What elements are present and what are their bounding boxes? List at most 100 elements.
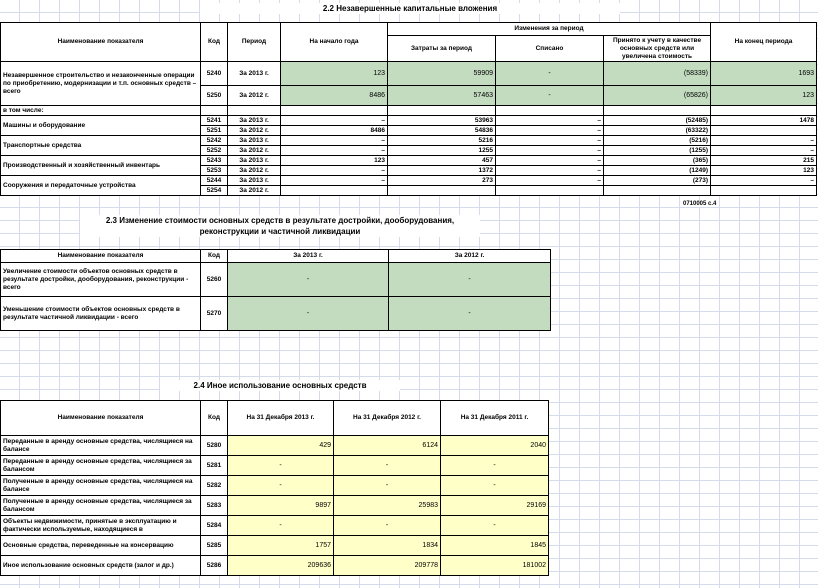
- row-label: Незавершенное строительство и незакончен…: [0, 61, 201, 106]
- table-row: Увеличение стоимости объектов основных с…: [0, 262, 551, 297]
- empty-cell: [387, 105, 496, 116]
- row-label: Переданные в аренду основные средства, ч…: [0, 455, 201, 476]
- value-cell[interactable]: -: [333, 475, 441, 496]
- row-label: Переданные в аренду основные средства, ч…: [0, 435, 201, 456]
- value-cell[interactable]: -: [388, 262, 551, 297]
- table-row: Иное использование основных средств (зал…: [0, 555, 549, 576]
- row-label: Уменьшение стоимости объектов основных с…: [0, 296, 201, 331]
- code-cell: 5286: [200, 555, 228, 576]
- value-cell[interactable]: 209778: [333, 555, 441, 576]
- table-row: Полученные в аренду основные средства, ч…: [0, 475, 549, 496]
- header-2011: На 31 Декабря 2011 г.: [440, 400, 549, 436]
- value-cell: (365): [602, 155, 712, 166]
- value-cell: (52485): [602, 115, 712, 126]
- value-cell[interactable]: -: [388, 296, 551, 331]
- value-cell: –: [280, 165, 388, 176]
- table-row: Уменьшение стоимости объектов основных с…: [0, 296, 551, 331]
- value-cell: 5216: [387, 135, 496, 146]
- code-cell: 5283: [200, 495, 228, 516]
- header-2012: За 2012 г.: [388, 249, 551, 263]
- value-cell[interactable]: 6124: [333, 435, 441, 456]
- header-accepted: Принято к учету в качестве основных сред…: [602, 35, 712, 62]
- value-cell[interactable]: -: [227, 515, 334, 536]
- value-cell: [710, 125, 818, 136]
- value-cell: [387, 185, 496, 196]
- value-cell[interactable]: -: [333, 515, 441, 536]
- value-cell: (63322): [602, 125, 712, 136]
- table-row: в том числе:: [0, 105, 818, 116]
- code-cell: 5281: [200, 455, 228, 476]
- value-cell[interactable]: 59909: [387, 61, 496, 86]
- period-cell: За 2012 г.: [227, 85, 281, 106]
- value-cell[interactable]: 1834: [333, 535, 441, 556]
- value-cell[interactable]: 1693: [710, 61, 818, 86]
- value-cell[interactable]: -: [227, 296, 389, 331]
- section-2-4-title: 2.4 Иное использование основных средств: [160, 380, 400, 391]
- empty-cell: [495, 105, 604, 116]
- value-cell[interactable]: -: [227, 455, 334, 476]
- header-end: На конец периода: [710, 22, 818, 62]
- form-note: 0710005 с.4: [683, 201, 717, 207]
- header-period: Период: [227, 22, 281, 62]
- value-cell[interactable]: 29169: [440, 495, 549, 516]
- value-cell[interactable]: 25983: [333, 495, 441, 516]
- value-cell[interactable]: -: [495, 61, 604, 86]
- code-cell: 5254: [200, 185, 228, 196]
- value-cell[interactable]: 429: [227, 435, 334, 456]
- code-cell: 5240: [200, 61, 228, 86]
- table-row: Производственный и хозяйственный инвента…: [0, 155, 818, 176]
- value-cell: –: [710, 175, 818, 186]
- value-cell[interactable]: -: [440, 475, 549, 496]
- empty-cell: [602, 105, 712, 116]
- period-cell: За 2012 г.: [227, 125, 281, 136]
- value-cell[interactable]: -: [227, 475, 334, 496]
- value-cell[interactable]: 1845: [440, 535, 549, 556]
- value-cell[interactable]: -: [440, 455, 549, 476]
- code-cell: 5280: [200, 435, 228, 456]
- value-cell[interactable]: -: [440, 515, 549, 536]
- code-cell: 5244: [200, 175, 228, 186]
- value-cell[interactable]: -: [495, 85, 604, 106]
- value-cell: –: [280, 175, 388, 186]
- value-cell[interactable]: 57463: [387, 85, 496, 106]
- value-cell[interactable]: 2040: [440, 435, 549, 456]
- value-cell: [280, 185, 388, 196]
- table-row: Незавершенное строительство и незакончен…: [0, 61, 818, 106]
- value-cell: –: [495, 175, 604, 186]
- value-cell[interactable]: (58339): [602, 61, 712, 86]
- period-cell: За 2013 г.: [227, 115, 281, 126]
- value-cell: [710, 185, 818, 196]
- value-cell: 8486: [280, 125, 388, 136]
- value-cell[interactable]: -: [333, 455, 441, 476]
- value-cell: –: [495, 155, 604, 166]
- code-cell: 5270: [200, 296, 228, 331]
- row-label: Транспортные средства: [0, 135, 201, 156]
- value-cell: –: [710, 135, 818, 146]
- value-cell[interactable]: (65826): [602, 85, 712, 106]
- table-row: Переданные в аренду основные средства, ч…: [0, 455, 549, 476]
- value-cell[interactable]: 123: [710, 85, 818, 106]
- value-cell[interactable]: 123: [280, 61, 388, 86]
- header-spent: Затраты за период: [387, 35, 496, 62]
- value-cell[interactable]: 209636: [227, 555, 334, 576]
- value-cell[interactable]: -: [227, 262, 389, 297]
- value-cell: 457: [387, 155, 496, 166]
- code-cell: 5282: [200, 475, 228, 496]
- value-cell: 123: [280, 155, 388, 166]
- value-cell: 123: [710, 165, 818, 176]
- empty-cell: [710, 105, 818, 116]
- value-cell[interactable]: 1757: [227, 535, 334, 556]
- period-cell: За 2012 г.: [227, 185, 281, 196]
- value-cell[interactable]: 9897: [227, 495, 334, 516]
- value-cell: –: [495, 135, 604, 146]
- value-cell[interactable]: 8486: [280, 85, 388, 106]
- value-cell[interactable]: 181002: [440, 555, 549, 576]
- period-cell: За 2012 г.: [227, 145, 281, 156]
